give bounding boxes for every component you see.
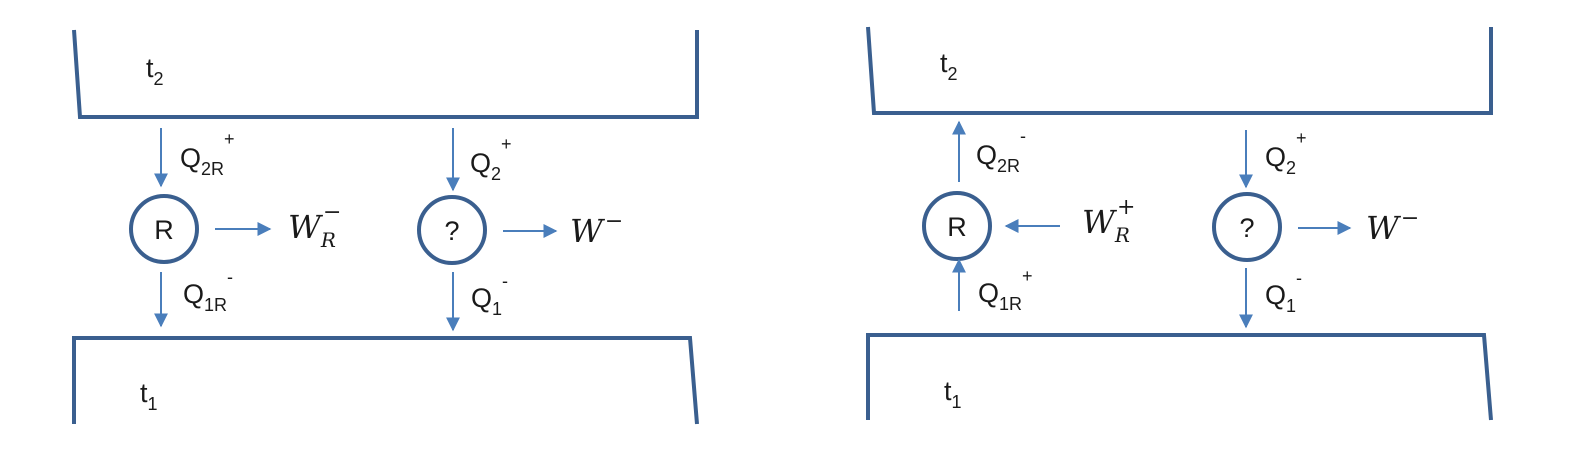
- right-cold-reservoir-label: t1: [944, 376, 962, 412]
- left-unknown-engine-label: ?: [444, 216, 459, 246]
- left-r-engine: [129, 194, 199, 264]
- left-cold-reservoir: [72, 336, 699, 425]
- left-r-work-label: WR−: [288, 200, 341, 252]
- right-q-heat-out-label: Q1-: [1265, 268, 1302, 316]
- right-unknown-engine-label: ?: [1239, 213, 1254, 243]
- right-r-engine-label: R: [947, 212, 967, 242]
- left-q-work-label: W−: [570, 209, 623, 250]
- right-panel: t2 t1 Q2R- R WR+ Q1R+ Q2+ ? W− Q1-: [866, 26, 1493, 421]
- right-r-heat-out-label: Q2R-: [976, 126, 1026, 176]
- left-cold-reservoir-label: t1: [140, 378, 158, 414]
- right-unknown-engine: [1212, 192, 1282, 262]
- left-r-heat-in-label: Q2R+: [180, 129, 235, 179]
- right-q-work-label: W−: [1366, 206, 1419, 247]
- right-hot-reservoir-label: t2: [940, 48, 958, 84]
- right-hot-reservoir: [866, 26, 1493, 115]
- left-r-engine-label: R: [154, 215, 174, 245]
- right-r-work-label: WR+: [1082, 195, 1135, 247]
- left-unknown-engine: [417, 195, 487, 265]
- right-r-heat-in-label: Q1R+: [978, 266, 1033, 314]
- left-panel: t2 t1 Q2R+ R WR− Q1R- Q2+ ? W− Q1-: [72, 29, 699, 425]
- right-cold-reservoir: [866, 333, 1493, 421]
- left-hot-reservoir-label: t2: [146, 53, 164, 89]
- left-q-heat-in-label: Q2+: [470, 134, 512, 184]
- left-q-heat-out-label: Q1-: [471, 271, 508, 319]
- left-r-heat-out-label: Q1R-: [183, 267, 233, 315]
- right-q-heat-in-label: Q2+: [1265, 128, 1307, 178]
- left-hot-reservoir: [72, 29, 699, 119]
